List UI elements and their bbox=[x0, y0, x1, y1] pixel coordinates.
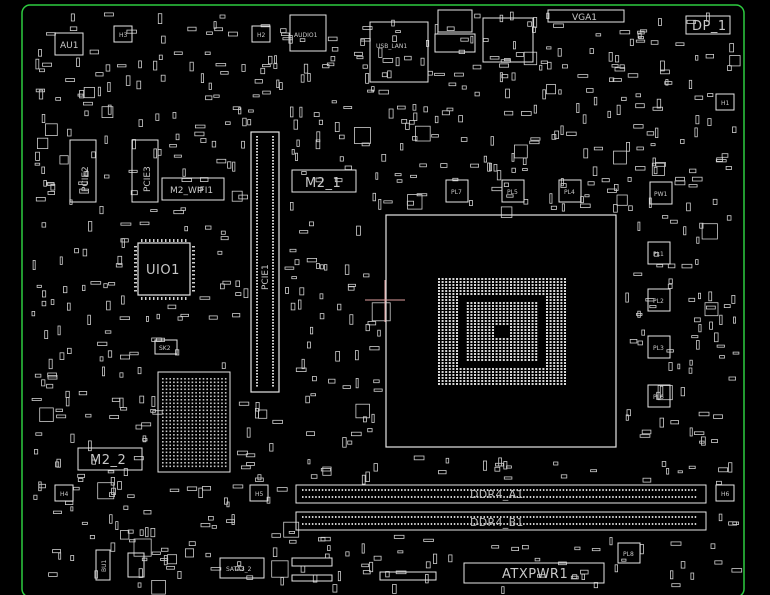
pl2-label: PL2 bbox=[653, 298, 664, 305]
pcie1-slot: PCIE1 bbox=[250, 131, 280, 393]
pl5-label: PL5 bbox=[507, 189, 518, 196]
dp-label: DP_1 bbox=[692, 19, 727, 34]
uio1-pins bbox=[134, 239, 195, 300]
hole-h2 bbox=[251, 25, 271, 43]
bottom-connectors bbox=[291, 557, 437, 582]
pl4-label: PL4 bbox=[564, 189, 575, 196]
h4-label: H4 bbox=[60, 491, 69, 498]
audio-label: AUDIO1 bbox=[294, 32, 318, 39]
pcie3-slot: PCIE3 bbox=[131, 139, 159, 203]
inductor-pl4 bbox=[558, 179, 582, 203]
sata-connector: SATA3_2 bbox=[219, 557, 265, 579]
m2-wifi-slot: M2_WIFI1 bbox=[161, 177, 225, 201]
ddr4-a1-pins bbox=[302, 489, 697, 498]
pcie1-label: PCIE1 bbox=[261, 264, 271, 290]
hdmi-connector bbox=[434, 9, 476, 53]
smd-component-field bbox=[31, 11, 743, 595]
hole-h3 bbox=[113, 25, 133, 43]
inductor-pl1 bbox=[647, 241, 671, 265]
vrm-inductors bbox=[445, 179, 673, 564]
h1-label: H1 bbox=[721, 100, 730, 107]
vga-label: VGA1 bbox=[572, 13, 597, 23]
pl8-label: PL8 bbox=[623, 551, 634, 558]
h2-label: H2 bbox=[257, 32, 266, 39]
hole-h4 bbox=[54, 484, 74, 502]
pcie3-label: PCIE3 bbox=[143, 166, 153, 192]
ddr4-b1-label: DDR4_B1 bbox=[470, 516, 524, 529]
chipset-pad-array bbox=[162, 378, 227, 468]
m2-2-slot: M2_2 bbox=[77, 447, 143, 471]
hole-h1 bbox=[715, 93, 735, 111]
atxpwr-label: ATXPWR1 bbox=[502, 567, 568, 582]
vga-connector: VGA1 bbox=[547, 9, 625, 23]
uio1-chip: UIO1 bbox=[134, 239, 195, 300]
inductor-pl7 bbox=[445, 179, 469, 203]
inductor-pl3 bbox=[647, 335, 671, 359]
ddr4-b1-slot: DDR4_B1 bbox=[295, 511, 707, 531]
inductor-pl2 bbox=[647, 288, 671, 312]
battery-holder bbox=[127, 552, 145, 578]
h6-label: H6 bbox=[721, 491, 730, 498]
pl1-label: PL1 bbox=[653, 251, 664, 258]
cursor-crosshair bbox=[365, 280, 405, 322]
inductor-pw1 bbox=[649, 181, 673, 205]
ddr4-b1-pins bbox=[302, 516, 697, 525]
pl3-label: PL3 bbox=[653, 345, 664, 352]
m2-wifi-label: M2_WIFI1 bbox=[170, 186, 213, 196]
h5-label: H5 bbox=[255, 491, 264, 498]
usb-chip bbox=[482, 17, 534, 63]
usb-lan-label: USB_LAN1 bbox=[376, 43, 407, 50]
usb-lan-connector: USB_LAN1 bbox=[369, 21, 429, 83]
sk2-label: SK2 bbox=[159, 345, 171, 352]
au1-component: AU1 bbox=[54, 32, 84, 56]
uio1-label: UIO1 bbox=[146, 263, 180, 278]
chipset-bga bbox=[157, 371, 231, 473]
inductor-pl5 bbox=[501, 179, 525, 203]
ddr4-a1-label: DDR4_A1 bbox=[470, 488, 524, 501]
sata-label: SATA3_2 bbox=[226, 566, 252, 573]
board-outline bbox=[21, 4, 745, 595]
atx-power-connector: ATXPWR1 bbox=[463, 562, 605, 584]
dp-connector: DP_1 bbox=[685, 15, 731, 35]
pcie2-slot: PCIE2 bbox=[69, 139, 97, 203]
au1-label: AU1 bbox=[60, 41, 78, 51]
m2-2-label: M2_2 bbox=[90, 453, 126, 468]
pl6-label: PL6 bbox=[653, 394, 664, 401]
cpu-socket bbox=[385, 214, 617, 448]
bu1-component: BU1 bbox=[95, 549, 111, 581]
bu1-label: BU1 bbox=[101, 559, 108, 572]
pl7-label: PL7 bbox=[451, 189, 462, 196]
ddr4-a1-slot: DDR4_A1 bbox=[295, 484, 707, 504]
m2-1-label: M2_1 bbox=[305, 176, 341, 191]
h3-label: H3 bbox=[119, 32, 128, 39]
pcie1-pin-rows bbox=[256, 136, 274, 387]
inductor-pl8 bbox=[617, 542, 641, 564]
pw1-label: PW1 bbox=[654, 191, 668, 198]
pcie2-label: PCIE2 bbox=[81, 166, 91, 192]
m2-1-slot: M2_1 bbox=[291, 169, 357, 193]
inductor-pl6 bbox=[647, 384, 671, 408]
mounting-holes bbox=[54, 25, 735, 502]
audio-connector: AUDIO1 bbox=[289, 14, 327, 52]
cpu-pad-array bbox=[438, 278, 566, 385]
sk2-component: SK2 bbox=[154, 339, 178, 355]
hole-h6 bbox=[715, 484, 735, 502]
hole-h5 bbox=[249, 484, 269, 502]
